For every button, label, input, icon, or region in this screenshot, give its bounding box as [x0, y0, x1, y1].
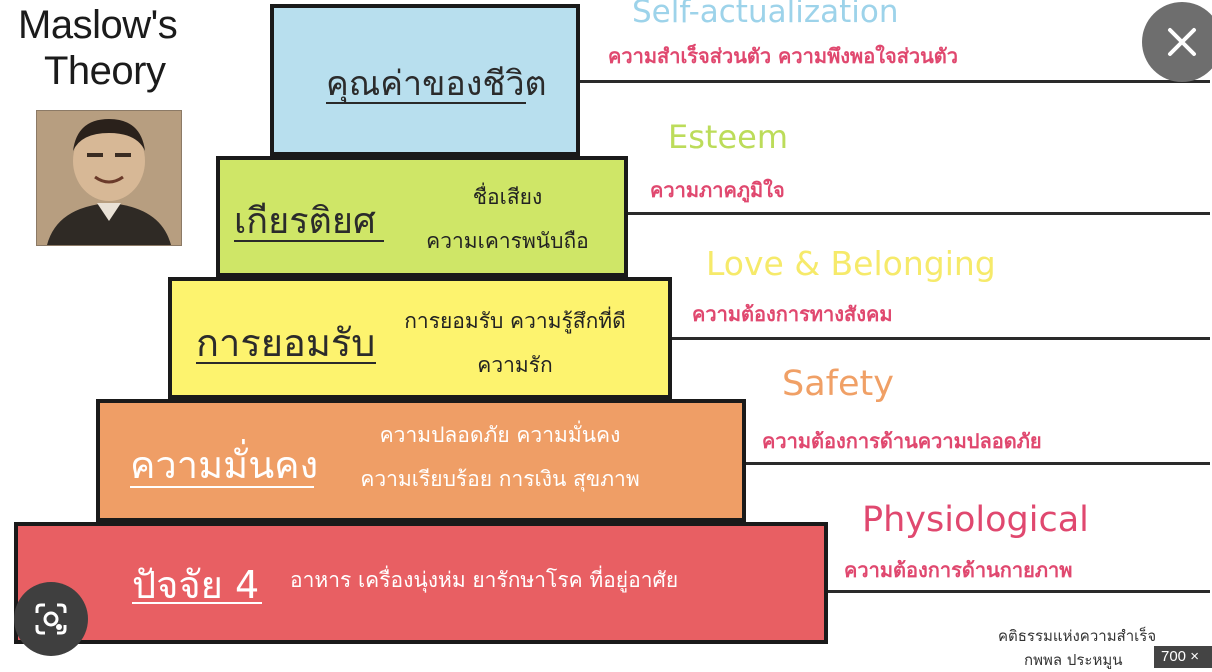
level-description-2: ความเคารพนับถือ [426, 229, 589, 253]
level-main-label: คุณค่าของชีวิต [326, 64, 547, 104]
level-description-2: ความเรียบร้อย การเงิน สุขภาพ [360, 467, 640, 491]
need-english-label: Love & Belonging [706, 244, 996, 283]
level-description-2: ความรัก [477, 353, 553, 377]
need-thai-label: ความต้องการด้านกายภาพ [844, 558, 1073, 582]
lens-icon [35, 603, 67, 635]
close-button[interactable] [1142, 2, 1212, 82]
level-description-1: ความปลอดภัย ความมั่นคง [379, 423, 621, 447]
level-box-esteem [216, 156, 628, 277]
level-box-physiological [14, 522, 828, 644]
level-divider-line [746, 462, 1210, 465]
level-main-underline [234, 240, 384, 242]
portrait-photo [36, 110, 182, 246]
level-main-label: เกียรติยศ [234, 201, 376, 242]
level-main-underline [326, 102, 526, 104]
image-size-badge: 700 × [1154, 646, 1212, 668]
title-line-2: Theory [44, 49, 166, 93]
level-divider-line [580, 80, 1210, 83]
level-box-love-belonging [168, 277, 672, 399]
need-english-label: Safety [782, 364, 894, 404]
need-english-label: Physiological [862, 500, 1089, 540]
diagram-title: Maslow's Theory [18, 2, 218, 94]
need-english-label: Self-actualization [632, 0, 899, 30]
need-thai-label: ความต้องการด้านความปลอดภัย [762, 429, 1042, 453]
need-thai-label: ความต้องการทางสังคม [692, 302, 893, 326]
level-description-1: อาหาร เครื่องนุ่งห่ม ยารักษาโรค ที่อยู่อ… [290, 568, 679, 592]
level-divider-line [828, 590, 1210, 593]
level-description-1: ชื่อเสียง [472, 185, 543, 209]
credit-line-1: คติธรรมแห่งความสำเร็จ [998, 627, 1157, 645]
title-line-1: Maslow's [18, 3, 178, 47]
need-thai-label: ความสำเร็จส่วนตัว ความพึงพอใจส่วนตัว [608, 44, 959, 68]
visual-search-button[interactable] [14, 582, 88, 656]
level-main-underline [132, 602, 262, 604]
level-box-safety [96, 399, 746, 522]
credit-line-2: กพพล ประหมูน [1024, 651, 1123, 669]
close-icon [1168, 28, 1196, 56]
need-english-label: Esteem [668, 118, 788, 156]
level-main-label: ความมั่นคง [130, 443, 319, 487]
level-main-underline [130, 486, 314, 488]
level-main-label: การยอมรับ [196, 321, 376, 365]
need-thai-label: ความภาคภูมิใจ [650, 178, 785, 202]
level-divider-line [672, 337, 1210, 340]
level-divider-line [628, 212, 1210, 215]
level-box-self-actualization [270, 4, 580, 156]
level-main-label: ปัจจัย 4 [132, 563, 260, 607]
level-main-underline [196, 362, 376, 364]
level-description-1: การยอมรับ ความรู้สึกที่ดี [404, 309, 626, 333]
